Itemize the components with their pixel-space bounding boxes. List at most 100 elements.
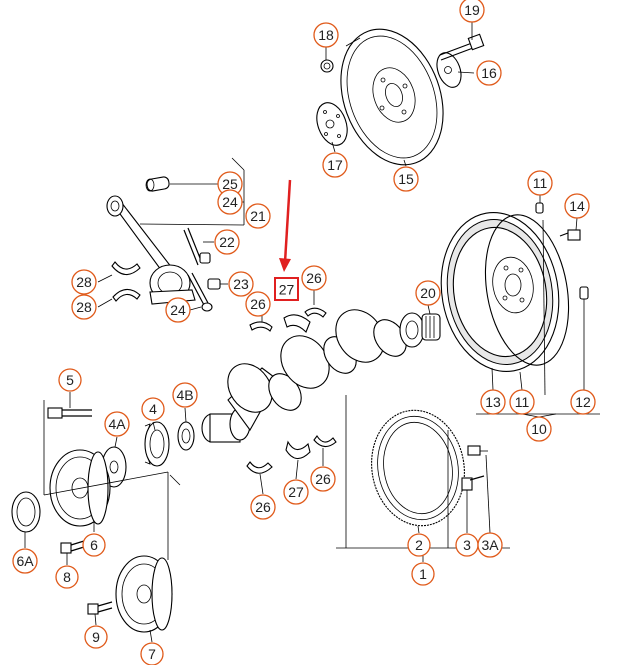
callout-circle xyxy=(214,229,240,255)
callout-circle xyxy=(104,411,130,437)
callout-label: 1 xyxy=(419,566,427,582)
callout-circle xyxy=(476,60,502,86)
callout-label: 6 xyxy=(90,537,98,553)
callout-circle xyxy=(71,294,97,320)
callout-circle xyxy=(480,389,506,415)
callout-circle xyxy=(58,368,82,392)
callout-circle xyxy=(415,280,441,306)
red-arrow xyxy=(279,179,292,272)
callout-c4B[interactable]: 4B xyxy=(172,382,198,408)
callout-circle xyxy=(55,565,79,589)
pin-3A xyxy=(467,445,491,534)
callout-circle xyxy=(12,548,38,574)
callout-c22[interactable]: 22 xyxy=(214,229,240,255)
callout-c4[interactable]: 4 xyxy=(141,397,165,421)
callout-circle xyxy=(526,416,552,442)
callout-label: 27 xyxy=(288,484,304,500)
callout-label: 16 xyxy=(481,65,497,81)
callout-c13[interactable]: 13 xyxy=(480,389,506,415)
callout-circle xyxy=(71,269,97,295)
callout-c23[interactable]: 23 xyxy=(228,271,254,297)
callout-c12[interactable]: 12 xyxy=(570,389,596,415)
callout-circle xyxy=(228,271,254,297)
callout-circle xyxy=(322,152,348,178)
callout-c17[interactable]: 17 xyxy=(322,152,348,178)
callout-circle xyxy=(217,189,243,215)
drive-plate-15 xyxy=(340,28,444,166)
callout-circle xyxy=(411,562,435,586)
callout-circle xyxy=(570,389,596,415)
callout-label: 4 xyxy=(149,401,157,417)
callout-c2[interactable]: 2 xyxy=(407,533,431,557)
callout-c28a[interactable]: 28 xyxy=(71,269,97,295)
callout-c18[interactable]: 18 xyxy=(313,22,339,48)
callout-27-highlight[interactable]: 27 xyxy=(274,277,299,301)
callout-circle xyxy=(509,389,535,415)
callout-label: 28 xyxy=(76,299,92,315)
callout-label: 3A xyxy=(481,537,499,553)
callout-c8[interactable]: 8 xyxy=(55,565,79,589)
callout-circle xyxy=(407,533,431,557)
callout-c25[interactable]: 25 xyxy=(217,171,243,197)
bolt-3 xyxy=(461,475,485,533)
callout-c15[interactable]: 15 xyxy=(393,166,419,192)
callout-c3[interactable]: 3 xyxy=(455,533,479,557)
callout-label: 8 xyxy=(63,569,71,585)
callout-c5[interactable]: 5 xyxy=(58,368,82,392)
callout-label: 23 xyxy=(233,276,249,292)
main-bearing-shells-upper xyxy=(249,307,327,333)
callout-label: 19 xyxy=(464,2,480,18)
callout-label: 20 xyxy=(420,285,436,301)
callout-label: 11 xyxy=(533,175,548,191)
callout-c14[interactable]: 14 xyxy=(564,193,590,219)
callout-c11b[interactable]: 11 xyxy=(509,389,535,415)
callout-c28b[interactable]: 28 xyxy=(71,294,97,320)
callout-c6A[interactable]: 6A xyxy=(12,548,38,574)
callout-c26d[interactable]: 26 xyxy=(250,494,276,520)
callout-c7[interactable]: 7 xyxy=(140,642,164,665)
callout-c24a[interactable]: 24 xyxy=(217,189,243,215)
bolt-9 xyxy=(87,601,113,626)
callout-27-label: 27 xyxy=(279,282,295,298)
dowel-11 xyxy=(535,195,544,214)
callout-circle xyxy=(250,494,276,520)
washer-4B xyxy=(177,407,195,451)
callout-circle xyxy=(82,533,106,557)
callout-c26c[interactable]: 26 xyxy=(310,466,336,492)
callout-c24b[interactable]: 24 xyxy=(165,297,191,323)
callout-c10[interactable]: 10 xyxy=(526,416,552,442)
callout-c19[interactable]: 19 xyxy=(459,0,485,23)
callout-c16[interactable]: 16 xyxy=(476,60,502,86)
callout-c11a[interactable]: 11 xyxy=(527,170,553,196)
callout-c27b[interactable]: 27 xyxy=(283,479,309,505)
callout-label: 14 xyxy=(569,198,585,214)
callout-label: 17 xyxy=(327,157,343,173)
callout-c3A[interactable]: 3A xyxy=(477,532,503,558)
pulley-6 xyxy=(49,449,111,532)
nut-18 xyxy=(320,59,334,73)
callout-c26a[interactable]: 26 xyxy=(301,265,327,291)
needle-bearing-20 xyxy=(421,304,441,341)
callout-circle xyxy=(527,170,553,196)
callout-c6[interactable]: 6 xyxy=(82,533,106,557)
callout-circle xyxy=(140,642,164,665)
callout-circle xyxy=(393,166,419,192)
callout-label: 26 xyxy=(255,499,271,515)
callout-c20[interactable]: 20 xyxy=(415,280,441,306)
callout-circle xyxy=(313,22,339,48)
pin-12 xyxy=(579,286,589,390)
callout-c1[interactable]: 1 xyxy=(411,562,435,586)
callout-c4A[interactable]: 4A xyxy=(104,411,130,437)
seal-6A xyxy=(11,491,41,548)
ring-gear-2 xyxy=(371,409,465,534)
piston-pin-25 xyxy=(145,176,218,192)
callout-label: 26 xyxy=(250,296,266,312)
callout-c21[interactable]: 21 xyxy=(245,203,271,229)
callout-circle xyxy=(141,397,165,421)
callout-circle xyxy=(165,297,191,323)
callout-c9[interactable]: 9 xyxy=(84,625,108,649)
callout-c26b[interactable]: 26 xyxy=(245,291,271,317)
